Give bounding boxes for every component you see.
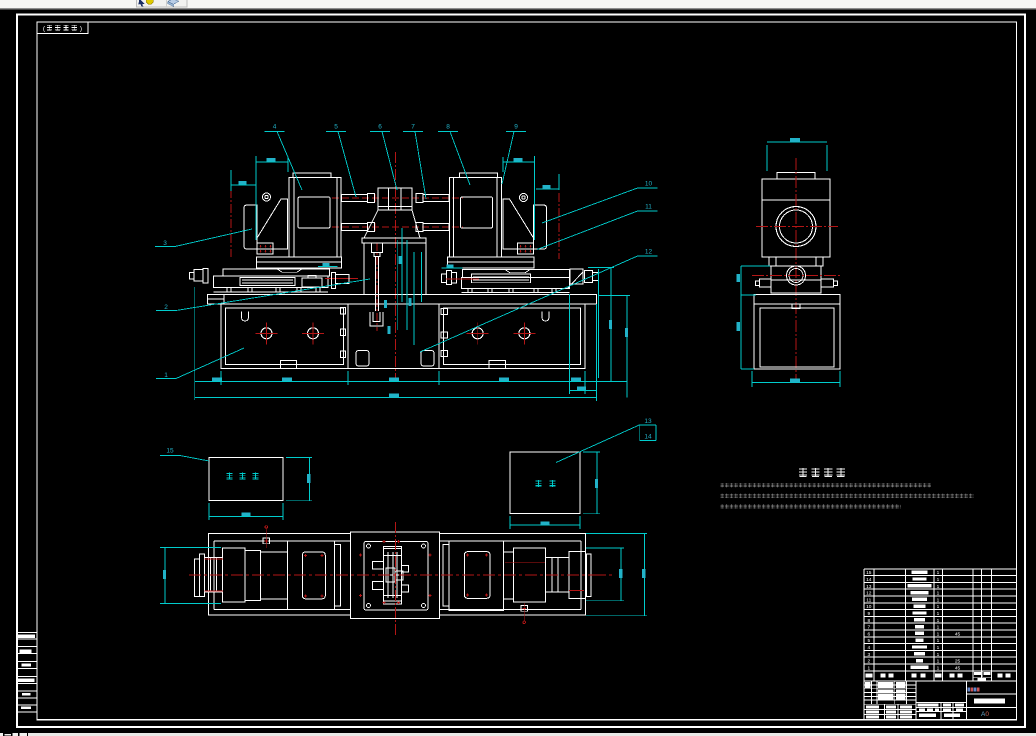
svg-text:1: 1 xyxy=(867,665,870,671)
svg-text:3: 3 xyxy=(867,652,870,658)
svg-text:9: 9 xyxy=(514,124,518,131)
svg-text:6: 6 xyxy=(867,631,870,637)
svg-text:12: 12 xyxy=(645,249,653,256)
svg-text:1: 1 xyxy=(937,611,940,617)
svg-text:14: 14 xyxy=(866,577,872,583)
svg-text:1: 1 xyxy=(937,665,940,671)
svg-text:7: 7 xyxy=(411,124,415,131)
svg-text:3: 3 xyxy=(163,240,167,247)
svg-text:6: 6 xyxy=(378,124,382,131)
svg-text:11: 11 xyxy=(645,204,652,211)
svg-text:A0: A0 xyxy=(981,711,989,718)
svg-text:13: 13 xyxy=(644,418,652,425)
svg-text:1: 1 xyxy=(937,631,940,637)
svg-text:11: 11 xyxy=(866,597,871,603)
svg-text:45: 45 xyxy=(955,665,961,671)
svg-text:4: 4 xyxy=(273,124,277,131)
svg-text:2: 2 xyxy=(164,304,168,311)
svg-text:8: 8 xyxy=(446,124,450,131)
svg-text:1: 1 xyxy=(164,372,168,379)
svg-text:1: 1 xyxy=(937,604,940,610)
svg-text:7: 7 xyxy=(867,625,870,631)
svg-text:1: 1 xyxy=(937,584,940,590)
svg-text:1: 1 xyxy=(937,652,940,658)
svg-text:8: 8 xyxy=(867,618,870,624)
svg-text:(: ( xyxy=(43,26,46,33)
svg-text:1: 1 xyxy=(937,597,940,603)
svg-text:4: 4 xyxy=(867,645,870,651)
svg-text:14: 14 xyxy=(644,434,652,441)
svg-text:1: 1 xyxy=(937,570,940,576)
svg-text:45: 45 xyxy=(955,631,961,637)
svg-text:10: 10 xyxy=(866,604,872,610)
svg-text:1: 1 xyxy=(937,659,940,665)
svg-text:15: 15 xyxy=(166,448,174,455)
svg-text:15: 15 xyxy=(866,570,872,576)
svg-text:1: 1 xyxy=(937,645,940,651)
svg-text:1: 1 xyxy=(937,625,940,631)
svg-text:25: 25 xyxy=(955,659,961,665)
svg-text:5: 5 xyxy=(334,124,338,131)
svg-text:12: 12 xyxy=(866,591,872,597)
svg-text:2: 2 xyxy=(867,659,870,665)
svg-text:10: 10 xyxy=(645,181,653,188)
svg-text:1: 1 xyxy=(937,591,940,597)
svg-text:9: 9 xyxy=(867,611,870,617)
svg-text:1: 1 xyxy=(937,638,940,644)
svg-text:5: 5 xyxy=(867,638,870,644)
svg-text:): ) xyxy=(80,26,82,33)
svg-text:1: 1 xyxy=(937,618,940,624)
svg-text:1: 1 xyxy=(937,577,940,583)
svg-text:13: 13 xyxy=(866,584,872,590)
